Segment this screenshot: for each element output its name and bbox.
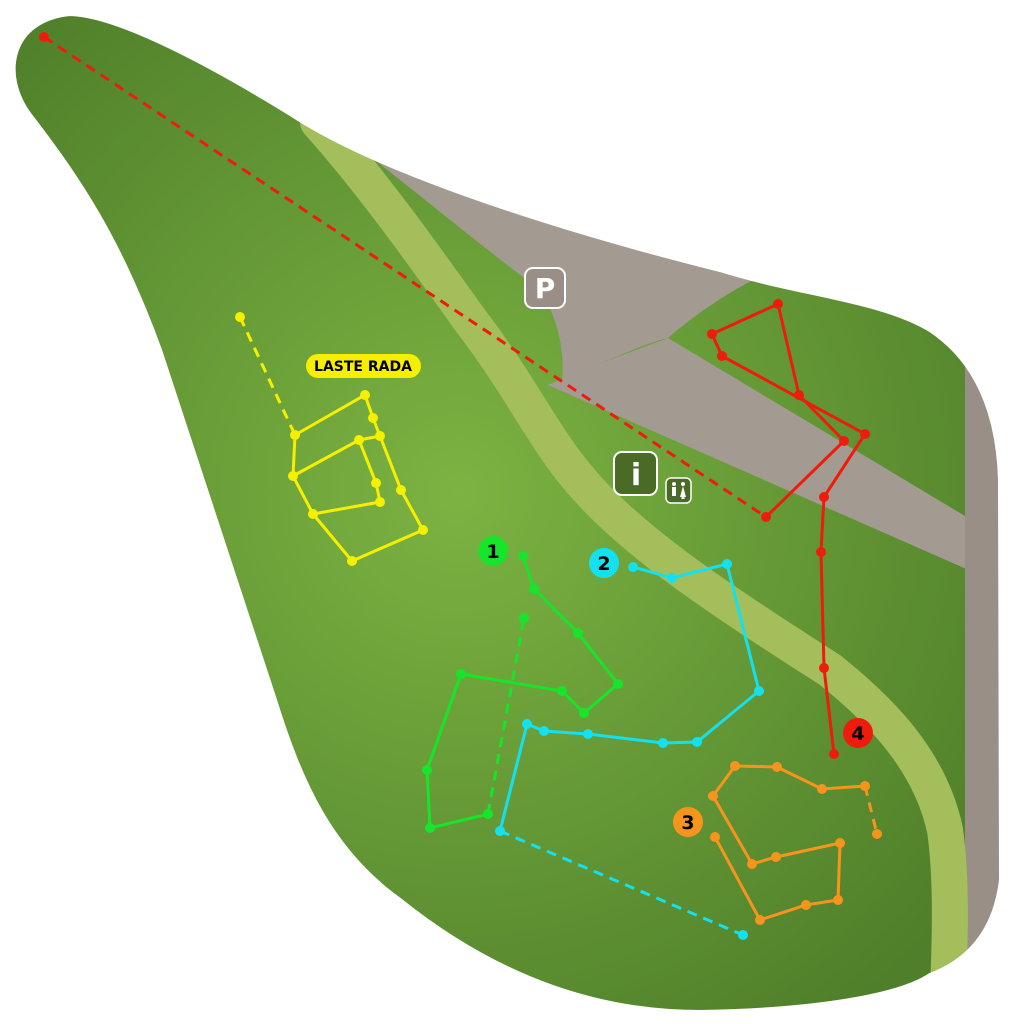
route-3-badge[interactable]: 3	[673, 807, 703, 837]
route-1-stops	[422, 551, 623, 833]
parking-sign[interactable]: P	[524, 267, 566, 309]
route-1	[425, 555, 621, 830]
toilet-icon	[672, 482, 686, 499]
route-2-badge-label: 2	[597, 553, 610, 575]
route-1-badge[interactable]: 1	[478, 536, 508, 566]
route-2-stops	[495, 559, 764, 940]
parking-lot	[362, 150, 770, 380]
route-4-stops	[39, 32, 870, 759]
info-icon: i	[631, 458, 641, 493]
info-sign[interactable]: i	[613, 451, 658, 496]
route-2-badge[interactable]: 2	[589, 548, 619, 578]
route-1-badge-label: 1	[486, 541, 499, 563]
road-east	[965, 365, 1001, 960]
route-yellow-label[interactable]: LASTE RADA	[306, 354, 421, 378]
route-yellow-stops	[235, 312, 428, 566]
route-3-stops	[708, 761, 882, 925]
route-yellow-label-text: LASTE RADA	[314, 359, 412, 375]
road	[548, 338, 980, 575]
route-4-badge[interactable]: 4	[843, 718, 873, 748]
route-3	[711, 764, 879, 922]
park-area	[13, 14, 1001, 1012]
park-outline	[11, 11, 1004, 1015]
route-4-badge-label: 4	[851, 723, 864, 745]
toilet-sign[interactable]	[665, 477, 692, 504]
route-2	[498, 562, 761, 937]
route-3-badge-label: 3	[681, 812, 694, 834]
parking-icon: P	[535, 272, 556, 305]
route-4-dashed-approach	[43, 35, 767, 519]
walking-path	[300, 104, 968, 1008]
